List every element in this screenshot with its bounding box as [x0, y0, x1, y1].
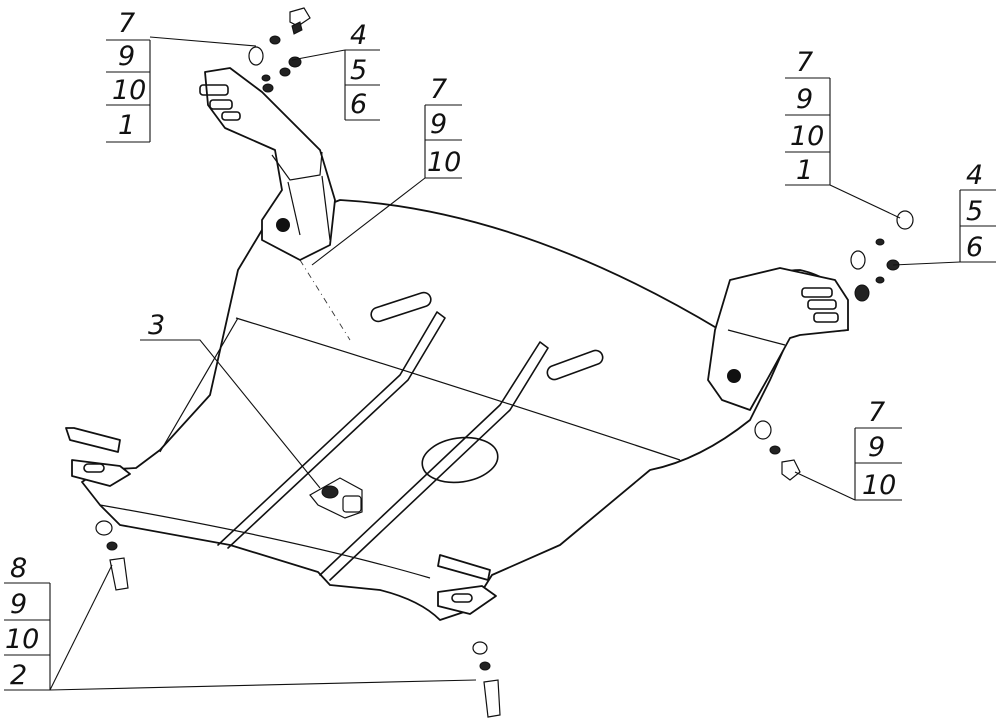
callout-right-bolt: 4 5 6	[959, 160, 996, 263]
label-9: 9	[430, 109, 447, 140]
label-4: 4	[350, 20, 367, 51]
skid-plate	[81, 199, 849, 621]
right-mid-fastener-stack	[754, 420, 801, 481]
label-10: 10	[5, 624, 39, 655]
label-6: 6	[350, 89, 367, 120]
label-7: 7	[796, 47, 813, 78]
label-6: 6	[966, 232, 983, 263]
bottom-center-fastener-stack	[472, 641, 501, 718]
label-10: 10	[427, 147, 461, 178]
bottom-tab	[437, 554, 497, 615]
label-5: 5	[350, 55, 367, 86]
label-10: 10	[790, 121, 824, 152]
label-9: 9	[868, 432, 885, 463]
label-7: 7	[868, 397, 885, 428]
label-4: 4	[966, 160, 983, 191]
callout-top-left: 7 9 10 1	[106, 8, 151, 143]
label-7: 7	[430, 74, 447, 105]
bottom-left-fastener-stack	[95, 520, 129, 591]
label-10: 10	[862, 470, 896, 501]
callout-bottom-left: 8 9 10 2	[4, 553, 51, 691]
label-9: 9	[118, 41, 135, 72]
label-10: 10	[112, 75, 146, 106]
label-1: 1	[118, 110, 135, 141]
label-8: 8	[10, 553, 27, 584]
callout-right-mid: 7 9 10	[854, 397, 902, 501]
label-7: 7	[118, 8, 135, 39]
left-lower-tab	[65, 427, 131, 487]
left-upper-bracket	[199, 67, 336, 261]
right-fastener-stack	[850, 210, 914, 302]
label-9: 9	[796, 84, 813, 115]
top-left-fastener-stack	[248, 7, 311, 93]
callout-right-top: 7 9 10 1	[785, 47, 831, 186]
drain-plug	[309, 477, 363, 519]
callout-center-top: 7 9 10	[424, 74, 462, 179]
label-3: 3	[148, 310, 165, 341]
top-bolt-stack	[279, 56, 302, 77]
callout-top-bolt: 4 5 6	[344, 20, 380, 121]
label-1: 1	[796, 155, 813, 186]
label-9: 9	[10, 589, 27, 620]
right-upper-bracket	[707, 267, 849, 411]
label-2: 2	[10, 660, 27, 691]
callout-part-3: 3	[140, 310, 200, 341]
label-5: 5	[966, 196, 983, 227]
